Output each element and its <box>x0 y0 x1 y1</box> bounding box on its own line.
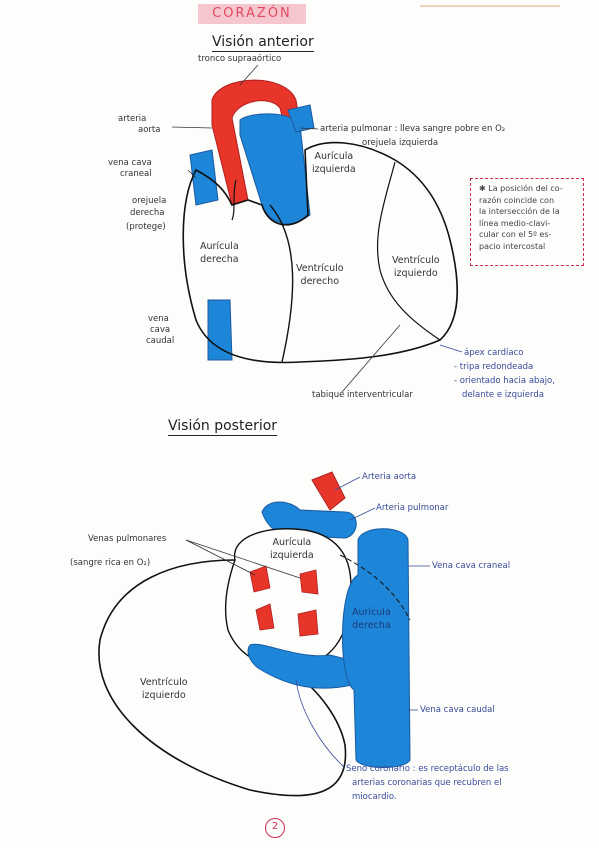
pulmonary-vein <box>249 565 271 593</box>
label-vena-cava-caudal-3: caudal <box>146 336 175 346</box>
label-tabique: tabique interventricular <box>312 390 413 400</box>
label-vena-cava-caudal-2: cava <box>150 325 171 335</box>
interventricular-line-anterior <box>269 204 294 363</box>
pointer-line <box>185 539 301 579</box>
pointer-line <box>171 126 213 129</box>
coronary-sinus-posterior <box>247 643 353 689</box>
label-arteria-pulmonar: arteria pulmonar : lleva sangre pobre en… <box>320 124 506 134</box>
position-note: ✱ La posición del co- razón coincide con… <box>470 178 584 266</box>
pulmonary-branch-anterior <box>287 104 315 133</box>
left-ventricle-line-anterior <box>376 161 441 341</box>
label-orejuela-izq: orejuela izquierda <box>362 138 439 148</box>
label-apex-2: - tripa redondeada <box>454 362 534 372</box>
label-orejuela-der-2: derecha <box>130 208 165 218</box>
label-sangre-rica: (sangre rica en O₂) <box>70 558 151 568</box>
right-atrium-vena-cava-posterior <box>342 528 411 768</box>
pointer-line <box>334 476 361 491</box>
dashed-line-posterior <box>339 554 411 621</box>
vena-cava-caudal-anterior <box>207 299 233 361</box>
label-apex-1: ápex cardíaco <box>464 348 524 358</box>
aorta-posterior <box>311 471 346 511</box>
label-orejuela-der-3: (protege) <box>126 222 166 232</box>
pointer-line <box>439 344 463 353</box>
pointer-line <box>187 169 197 179</box>
label-venas-pulmonares: Venas pulmonares <box>88 534 167 544</box>
label-apex-3: - orientado hacia abajo, <box>454 376 555 386</box>
pulmonary-vein <box>297 609 319 637</box>
pulmonary-vein <box>299 569 319 595</box>
label-arteria-aorta-posterior: Arteria aorta <box>362 472 417 482</box>
pointer-line <box>349 507 376 521</box>
page-number: 2 <box>265 818 285 838</box>
label-vena-cava-craneal-posterior: Vena cava craneal <box>432 561 511 571</box>
pointer-line <box>295 679 346 769</box>
orejuela-line-anterior <box>231 179 237 221</box>
label-arteria-aorta-2: aorta <box>138 125 161 135</box>
pulmonary-vein <box>255 603 275 631</box>
pointer-line <box>185 539 256 576</box>
vena-cava-craneal-anterior <box>189 149 219 206</box>
label-seno-2: arterias coronarias que recubren el <box>352 778 502 788</box>
pointer-line <box>299 127 319 130</box>
anterior-heading: Visión anterior <box>212 34 314 52</box>
label-vena-cava-caudal-1: vena <box>148 314 169 324</box>
posterior-heading: Visión posterior <box>168 418 278 436</box>
label-seno-3: miocardio. <box>352 792 397 802</box>
pointer-line <box>239 64 259 86</box>
pointer-line <box>341 324 401 393</box>
label-seno-1: Seno coronario : es receptáculo de las <box>346 764 509 774</box>
page-title: CORAZÓN <box>198 4 306 24</box>
label-orejuela-der-1: orejuela <box>132 196 167 206</box>
label-vena-cava-craneal-2: craneal <box>120 169 152 179</box>
label-tronco: tronco supraaórtico <box>198 54 282 64</box>
pulmonary-artery-anterior <box>239 113 311 225</box>
label-vena-cava-caudal-posterior: Vena cava caudal <box>420 705 495 715</box>
label-apex-4: delante e izquierda <box>462 390 544 400</box>
label-vena-cava-craneal-1: vena cava <box>108 158 152 168</box>
heart-outline-anterior <box>182 141 458 364</box>
left-ventricle-outline-posterior <box>98 559 347 797</box>
label-arteria-pulmonar-posterior: Arteria pulmonar <box>376 503 449 513</box>
label-arteria-aorta-1: arteria <box>118 114 147 124</box>
